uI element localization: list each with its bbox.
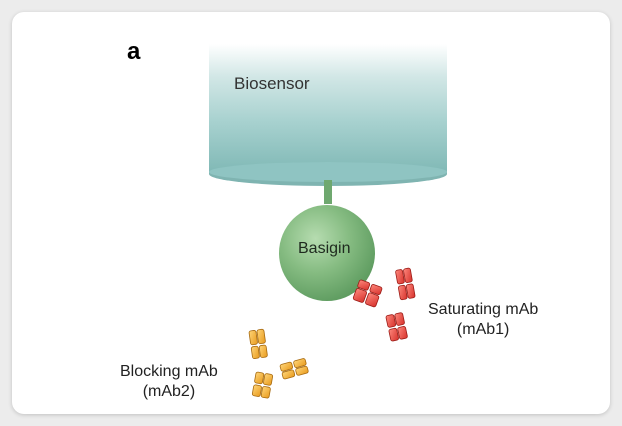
blocking-mab-antibody: [248, 328, 309, 399]
blocking-mab-code: (mAb2): [142, 383, 196, 400]
basigin-sphere: [279, 205, 375, 301]
panel-letter: a: [127, 38, 141, 65]
blocking-mab-label: Blocking mAb (mAb2): [120, 362, 218, 402]
saturating-mab-code: (mAb1): [456, 321, 510, 338]
basigin-label: Basigin: [298, 240, 351, 257]
saturating-mab-label: Saturating mAb (mAb1): [428, 300, 538, 340]
biosensor-cylinder: [209, 44, 447, 186]
saturating-mab-name: Saturating mAb: [428, 301, 539, 318]
saturating-mab-antibody: [352, 267, 416, 342]
blocking-mab-name: Blocking mAb: [120, 363, 218, 380]
biosensor-label: Biosensor: [234, 74, 310, 93]
linker-stalk: [324, 180, 332, 204]
